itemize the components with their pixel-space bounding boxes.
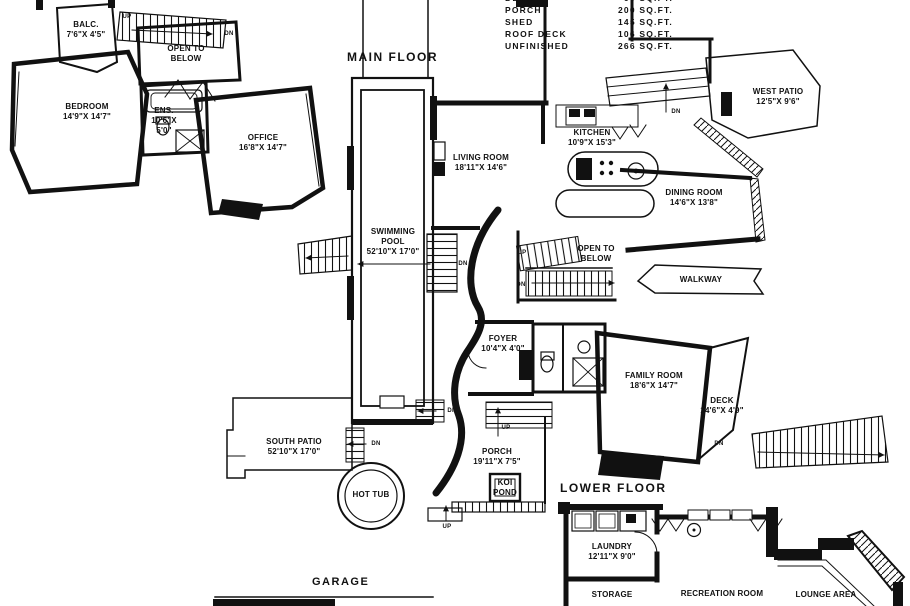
- pool-area: [297, 0, 458, 425]
- room-label-balcony: BALC.7'6"X 4'5": [66, 20, 106, 39]
- stair-up-label: UP: [501, 425, 511, 431]
- foyer-area: [432, 206, 607, 497]
- stair-down-label: DN: [516, 282, 526, 288]
- room-label-open-to-below-upper: OPEN TO BELOW: [167, 44, 205, 63]
- south-area: [213, 397, 546, 606]
- room-label-open-to-below-main: OPEN TO BELOW: [577, 244, 615, 263]
- stair-up-label: UP: [517, 250, 527, 256]
- stair-up-label: UP: [122, 14, 132, 20]
- living-kitchen-dining: [430, 0, 821, 295]
- stair-up-label: UP: [442, 524, 452, 530]
- room-label-recreation-room: RECREATION ROOM: [680, 589, 764, 598]
- main-stairs: [515, 230, 617, 304]
- stair-down-label: DN: [371, 441, 381, 447]
- main-floor-title: MAIN FLOOR: [347, 50, 438, 64]
- room-label-hot-tub: HOT TUB: [352, 490, 390, 499]
- room-label-storage: STORAGE: [591, 590, 633, 599]
- stair-down-label: DN: [224, 31, 234, 37]
- stair-down-label: DN: [447, 408, 457, 414]
- stair-down-label: DN: [458, 261, 468, 267]
- bedroom-wing: [9, 0, 326, 220]
- lower-floor-title: LOWER FLOOR: [560, 481, 667, 495]
- lower-floor-plan: [558, 502, 906, 606]
- room-label-ensuite: ENS.10'6"X 5'0": [151, 106, 177, 135]
- garage-title: GARAGE: [312, 576, 370, 588]
- table-row: DECK90 SQ.FT.: [505, 0, 673, 4]
- room-label-koi-pond: KOI POND: [493, 478, 517, 497]
- room-label-lounge-area: LOUNGE AREA: [795, 590, 857, 599]
- room-label-walkway: WALKWAY: [679, 275, 723, 284]
- stair-down-label: DN: [671, 109, 681, 115]
- stair-down-label: DN: [714, 441, 724, 447]
- family-deck: [594, 330, 889, 480]
